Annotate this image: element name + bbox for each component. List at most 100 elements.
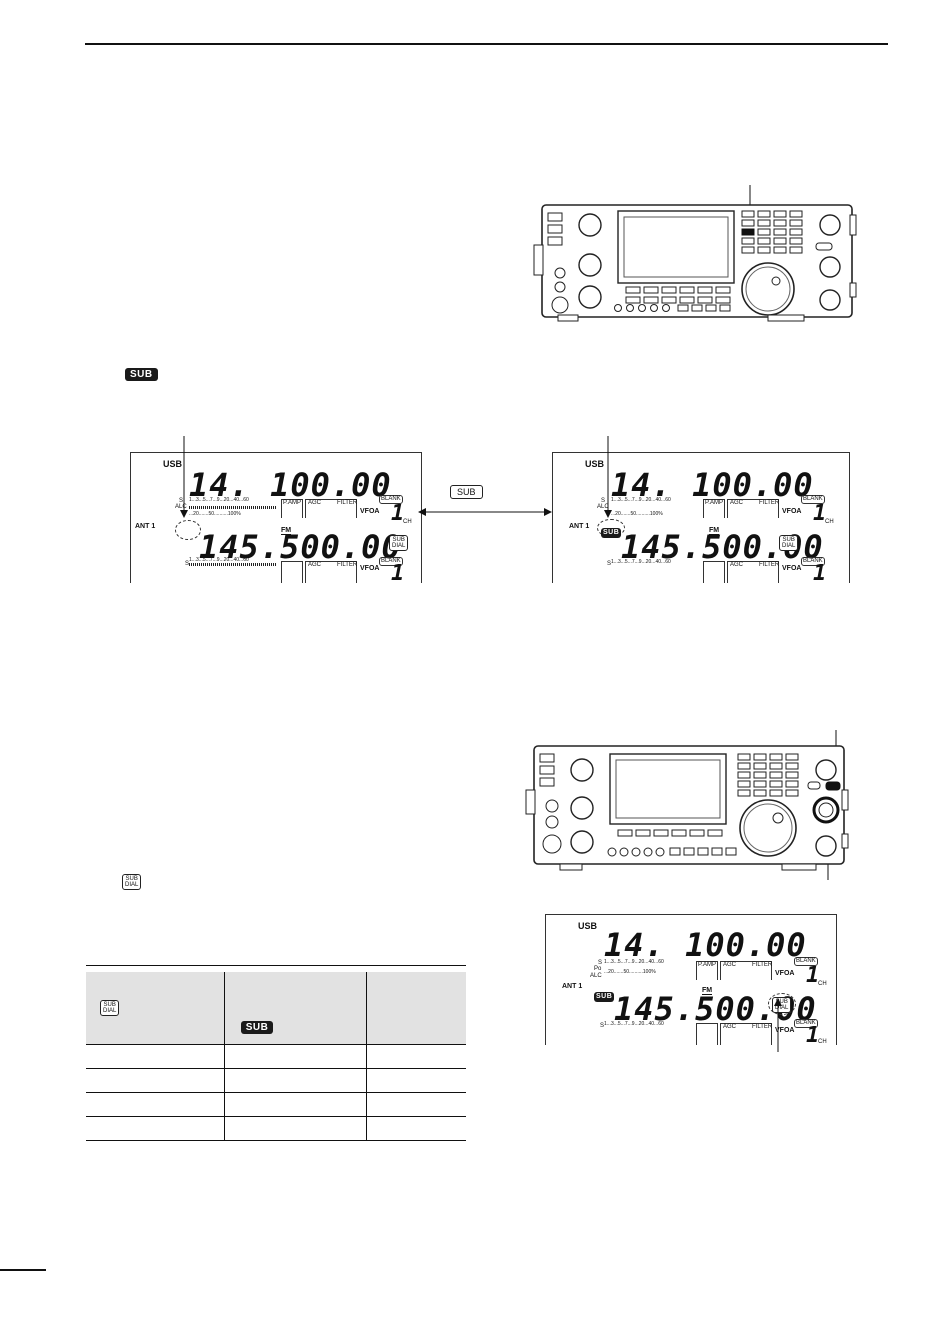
lcd-agc-box: AGC [727, 499, 779, 518]
lcd-s-label: S [598, 960, 603, 966]
lcd-alc-label: ALC [175, 504, 187, 510]
lcd-s-meter-bars [189, 506, 277, 509]
table-cell [224, 1044, 367, 1069]
lcd-sub-dial-line2: DIAL [782, 543, 796, 549]
lcd-sub-agc-label: AGC [730, 562, 744, 568]
lcd-sub-indicator: SUB [601, 521, 622, 539]
table-row [86, 1044, 466, 1069]
table-cell [366, 1044, 466, 1069]
radio-front-panel-illustration-2 [525, 730, 849, 880]
table-sub-dial-line2: DIAL [103, 1007, 117, 1014]
table-cell [366, 1068, 466, 1093]
lcd-sub-vfo-label: VFOA [360, 565, 380, 572]
lcd-filter-label: FILTER [759, 500, 780, 506]
lcd-display-bottom: USB 14. 100.00 S 1...3...5...7...9...20.… [545, 914, 837, 1045]
lcd-pamp-label: P.AMP [283, 500, 301, 506]
lcd-filter-label: FILTER [752, 962, 773, 968]
table-cell [224, 1068, 367, 1093]
lcd-vfo-label: VFOA [360, 508, 380, 515]
lcd-display-left: USB 14. 100.00 S 1...3...5...7...9...20.… [130, 452, 422, 583]
sub-key-toggle-label: SUB [450, 485, 483, 499]
lcd-agc-label: AGC [730, 500, 744, 506]
lcd-sub-filter-label: FILTER [759, 562, 780, 568]
lcd-sub-indicator-label: SUB [601, 528, 622, 538]
lcd-sub-filter-label: FILTER [337, 562, 358, 568]
lcd-sub-dial-line1: SUB [782, 537, 795, 543]
lcd-vfo-label: VFOA [782, 508, 802, 515]
lcd-agc-box: AGC [720, 961, 772, 980]
lcd-sub-s-scale: 1...3...5...7...9...20...40...60 [189, 557, 249, 563]
table-sub-dial-line1: SUB [103, 1001, 116, 1008]
lcd-sub-pamp-box [696, 1023, 718, 1045]
lcd-pamp-box: P.AMP [696, 961, 718, 980]
lcd-vfo-label: VFOA [775, 970, 795, 977]
lcd-sub-blank-badge: BLANK [801, 557, 825, 566]
lcd-sub-mode: FM [702, 987, 713, 995]
lcd-sub-indicator-empty [175, 520, 201, 540]
lcd-sub-blank-badge: BLANK [794, 1019, 818, 1028]
lcd-sub-meter-bars [189, 563, 277, 566]
lcd-sub-channel-number: 1 [806, 1023, 820, 1046]
table-row [86, 1092, 466, 1117]
lcd-display-right: USB 14. 100.00 S 1...3...5...7...9...20.… [552, 452, 850, 583]
lcd-pamp-box: P.AMP [703, 499, 725, 518]
table-cell [366, 1092, 466, 1117]
table-cell [224, 1092, 367, 1117]
sub-dial-key-line2: DIAL [125, 882, 139, 888]
lcd-sub-vfo-label: VFOA [782, 565, 802, 572]
lcd-sub-filter-label: FILTER [752, 1024, 773, 1030]
lcd-blank-badge: BLANK [794, 957, 818, 966]
lcd-po-scale: ...20.......50..........100% [189, 511, 241, 517]
lcd-s-label: S [179, 498, 184, 504]
table-row [86, 1116, 466, 1141]
lcd-sub-s-label: S [607, 561, 612, 567]
sub-key-icon: SUB [125, 364, 158, 382]
lcd-po-label: Po [594, 966, 602, 972]
lcd-blank-badge: BLANK [801, 495, 825, 504]
lcd-sub-agc-label: AGC [308, 562, 322, 568]
lcd-sub-pamp-box [281, 561, 303, 583]
callout-arrow-bottom [774, 998, 782, 1052]
table-cell [224, 1116, 367, 1141]
lcd-po-scale: ...20.......50..........100% [604, 969, 656, 975]
lcd-ch-label: CH [825, 519, 834, 525]
table-header-sub-dial: SUB DIAL [86, 972, 225, 1045]
header-rule [85, 43, 888, 45]
table-body: SUB DIAL SUB [86, 972, 466, 1141]
lcd-s-scale: 1...3...5...7...9...20...40...60 [611, 497, 671, 503]
lcd-pamp-label: P.AMP [698, 962, 716, 968]
lcd-channel-number: 1 [391, 501, 405, 526]
lcd-sub-s-label: S [600, 1023, 605, 1029]
sub-dial-key-line1: SUB [125, 876, 138, 882]
lcd-sub-blank-badge: BLANK [379, 557, 403, 566]
lcd-sub-agc-label: AGC [723, 1024, 737, 1030]
lcd-agc-label: AGC [308, 500, 322, 506]
lcd-s-label: S [601, 498, 606, 504]
lcd-sub-dial-line1: SUB [775, 999, 788, 1005]
table-header-sub: SUB [224, 972, 367, 1045]
lcd-sub-agc-box: AGC [720, 1023, 772, 1045]
lcd-sub-dial-line1: SUB [392, 537, 405, 543]
sub-key-label: SUB [125, 368, 158, 381]
lcd-sub-frequency: 145.500.00 [199, 528, 402, 566]
lcd-mode-label: USB [578, 921, 598, 931]
table-cell [86, 1092, 225, 1117]
toggle-double-arrow [418, 508, 552, 516]
lcd-po-scale: ...20.......50..........100% [611, 511, 663, 517]
lcd-sub-dial-highlight [768, 993, 796, 1015]
lcd-sub-dial-icon: SUB DIAL [779, 535, 799, 551]
sub-mode-table: SUB DIAL SUB [86, 965, 466, 1141]
table-header-row: SUB DIAL SUB [86, 972, 466, 1045]
footer-rule [0, 1269, 46, 1271]
table-sub-key-label: SUB [240, 1020, 274, 1034]
lcd-ch-label: CH [818, 981, 827, 987]
lcd-alc-label: ALC [590, 973, 602, 979]
lcd-sub-s-label: S [185, 561, 190, 567]
sub-key-toggle-icon: SUB [450, 482, 483, 500]
lcd-sub-dial-line2: DIAL [775, 1005, 789, 1011]
lcd-main-frequency: 14. 100.00 [604, 926, 807, 964]
lcd-sub-vfo-label: VFOA [775, 1027, 795, 1034]
lcd-pamp-label: P.AMP [705, 500, 723, 506]
lcd-agc-label: AGC [723, 962, 737, 968]
lcd-s-scale: 1...3...5...7...9...20...40...60 [604, 959, 664, 965]
